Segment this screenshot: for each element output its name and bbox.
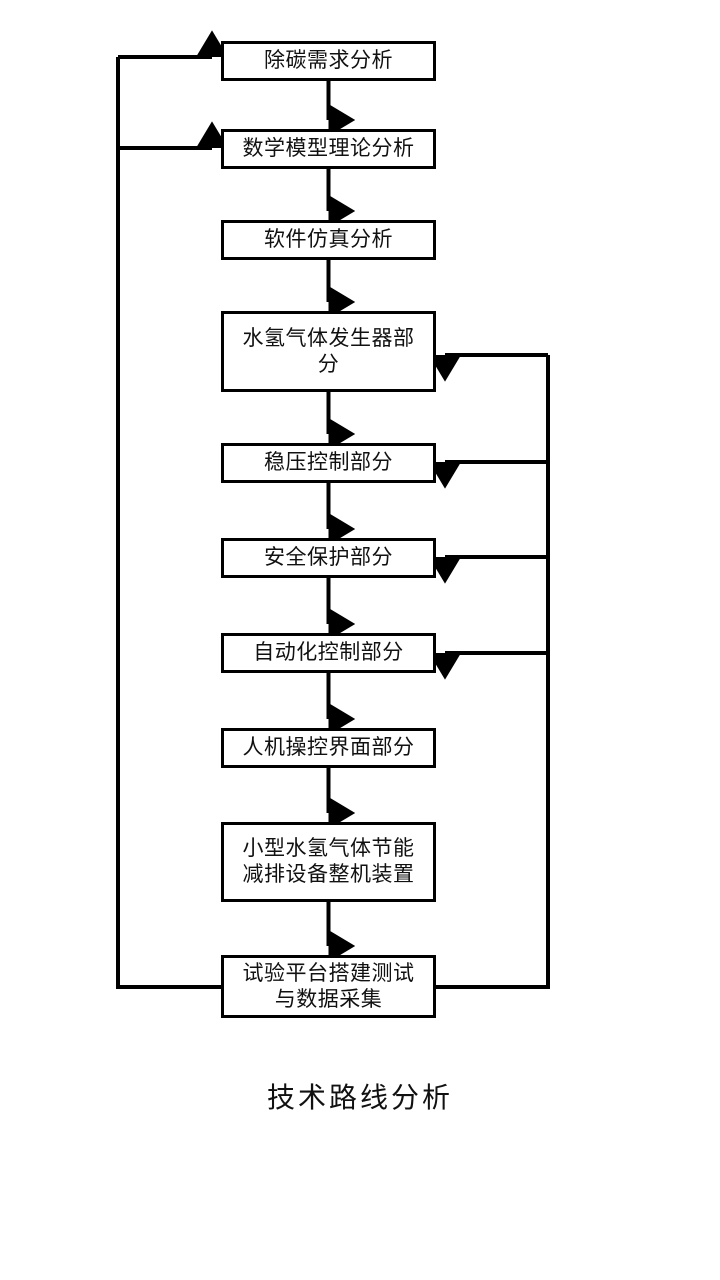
flowchart-node-n1[interactable]: 除碳需求分析 [221,41,436,81]
flowchart-node-n5[interactable]: 稳压控制部分 [221,443,436,483]
flowchart-node-n2[interactable]: 数学模型理论分析 [221,129,436,169]
node-label: 软件仿真分析 [264,227,393,252]
node-label: 数学模型理论分析 [242,136,415,161]
node-label: 试验平台搭建测试 与数据采集 [242,960,415,1011]
flowchart-node-n4[interactable]: 水氢气体发生器部 分 [221,311,436,392]
flowchart-node-n3[interactable]: 软件仿真分析 [221,220,436,260]
flowchart-node-n8[interactable]: 人机操控界面部分 [221,728,436,768]
node-label: 稳压控制部分 [264,450,393,475]
flowchart-node-n6[interactable]: 安全保护部分 [221,538,436,578]
flowchart-node-n10[interactable]: 试验平台搭建测试 与数据采集 [221,955,436,1018]
node-label: 小型水氢气体节能 减排设备整机装置 [242,836,415,886]
node-label: 自动化控制部分 [253,640,404,665]
flowchart-node-n9[interactable]: 小型水氢气体节能 减排设备整机装置 [221,822,436,902]
node-label: 除碳需求分析 [264,48,393,73]
node-label: 人机操控界面部分 [242,735,415,760]
diagram-caption: 技术路线分析 [266,1081,453,1114]
node-label: 水氢气体发生器部 分 [242,325,415,376]
flowchart-node-n7[interactable]: 自动化控制部分 [221,633,436,673]
node-label: 安全保护部分 [264,545,393,570]
